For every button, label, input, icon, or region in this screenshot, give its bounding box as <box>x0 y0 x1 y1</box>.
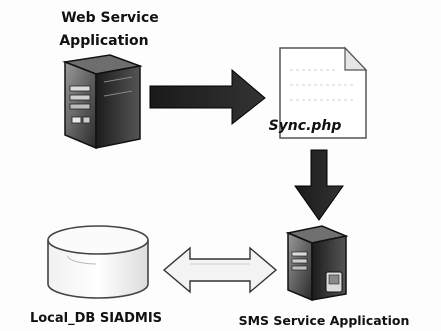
web-service-label-line2: Application <box>59 33 148 49</box>
double-arrow-db-sms <box>162 246 278 294</box>
database-icon <box>47 225 149 299</box>
arrow-sync-to-sms <box>294 149 344 221</box>
document-file-icon <box>279 46 368 139</box>
sync-file-label: Sync.php <box>269 118 342 134</box>
web-service-server-icon <box>62 54 143 150</box>
web-service-label-line1: Web Service <box>61 10 159 26</box>
sms-service-server-icon <box>285 225 349 302</box>
local-db-label: Local_DB SIADMIS <box>30 311 162 326</box>
arrow-web-to-sync <box>149 68 266 126</box>
sms-service-label: SMS Service Application <box>239 313 410 328</box>
